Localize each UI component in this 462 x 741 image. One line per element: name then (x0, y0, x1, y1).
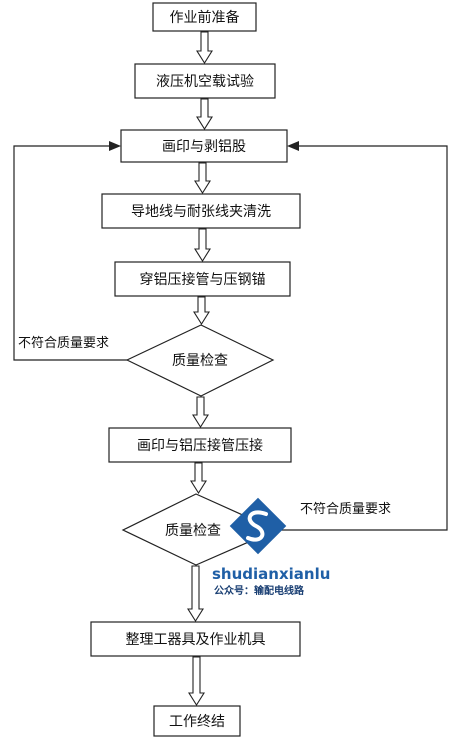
arrow-9 (188, 656, 205, 707)
step-thread-press-label: 穿铝压接管与压钢锚 (140, 271, 266, 288)
arrow-6 (192, 396, 209, 429)
step-end-label: 工作终结 (169, 714, 225, 730)
step-clean: 导地线与耐张线夹清洗 (101, 193, 301, 229)
arrow-7 (190, 462, 207, 495)
arrow-3 (194, 162, 211, 195)
arrow-1 (196, 31, 213, 65)
loop-fail-2-label: 不符合质量要求 (300, 501, 391, 517)
step-mark-press-label: 画印与铝压接管压接 (137, 437, 263, 454)
step-tidy: 整理工器具及作业机具 (90, 621, 301, 657)
watermark-s-icon (246, 510, 268, 542)
step-press-test: 液压机空载试验 (134, 63, 276, 99)
watermark-brand: shudianxianlu (212, 565, 330, 583)
watermark-account: 公众号：输配电线路 (214, 584, 305, 597)
decision-check-1-label: 质量检查 (172, 353, 228, 369)
loop-fail-1: 不符合质量要求 (13, 141, 127, 361)
step-mark-strip: 画印与剥铝股 (120, 129, 288, 163)
step-press-test-label: 液压机空载试验 (156, 74, 254, 90)
arrow-2 (196, 98, 213, 131)
step-mark-strip-label: 画印与剥铝股 (162, 139, 246, 155)
step-tidy-label: 整理工器具及作业机具 (126, 632, 266, 648)
step-thread-press: 穿铝压接管与压钢锚 (114, 261, 291, 297)
arrow-5 (193, 296, 210, 326)
loop-fail-2: 不符合质量要求 (276, 141, 448, 531)
step-end: 工作终结 (153, 705, 241, 737)
decision-check-1: 质量检查 (125, 324, 275, 397)
step-mark-press: 画印与铝压接管压接 (108, 427, 292, 463)
loop-fail-1-label: 不符合质量要求 (18, 335, 109, 351)
arrow-4 (194, 228, 211, 263)
step-prep-label: 作业前准备 (170, 9, 240, 26)
step-prep: 作业前准备 (152, 2, 257, 32)
step-clean-label: 导地线与耐张线夹清洗 (131, 204, 271, 220)
decision-check-2-label: 质量检查 (165, 523, 221, 539)
arrow-8 (187, 565, 204, 623)
